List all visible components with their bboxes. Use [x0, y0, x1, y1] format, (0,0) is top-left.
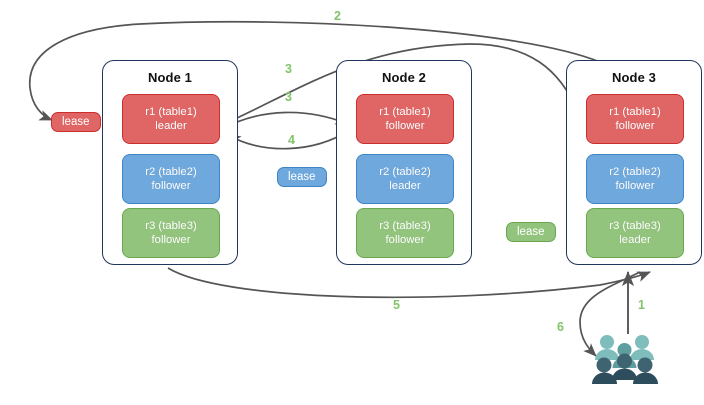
arrow-step-5 — [167, 267, 651, 299]
step-label-3b: 3 — [285, 90, 292, 104]
step-label-2: 2 — [334, 9, 341, 23]
replica-name: r3 (table3) — [379, 220, 431, 232]
replica-name: r2 (table2) — [145, 166, 197, 178]
replica-node2-r1[interactable]: r1 (table1) follower — [356, 94, 454, 144]
replica-node1-r3[interactable]: r3 (table3) follower — [122, 208, 220, 258]
replica-node3-r3[interactable]: r3 (table3) leader — [586, 208, 684, 258]
replica-role: follower — [151, 234, 191, 246]
replica-name: r3 (table3) — [609, 220, 661, 232]
replica-node3-r2[interactable]: r2 (table2) follower — [586, 154, 684, 204]
arrow-step-3-lower — [223, 111, 349, 129]
replica-node1-r1[interactable]: r1 (table1) leader — [122, 94, 220, 144]
step-label-6: 6 — [557, 320, 564, 334]
replica-role: leader — [619, 234, 651, 246]
lease-badge-r2[interactable]: lease — [277, 167, 327, 187]
users-group-icon — [592, 335, 658, 384]
replica-node3-r1[interactable]: r1 (table1) follower — [586, 94, 684, 144]
lease-badge-r1[interactable]: lease — [51, 112, 101, 132]
replica-name: r3 (table3) — [145, 220, 197, 232]
replica-node2-r2[interactable]: r2 (table2) leader — [356, 154, 454, 204]
lease-badge-r3[interactable]: lease — [506, 222, 556, 242]
node-title-node2: Node 2 — [382, 70, 426, 85]
node-box-node1[interactable]: Node 1 r1 (table1) leader r2 (table2) fo… — [102, 60, 238, 265]
step-label-5: 5 — [393, 298, 400, 312]
step-label-1: 1 — [638, 298, 645, 312]
replica-name: r1 (table1) — [379, 106, 431, 118]
replica-node1-r2[interactable]: r2 (table2) follower — [122, 154, 220, 204]
node-box-node2[interactable]: Node 2 r1 (table1) follower r2 (table2) … — [336, 60, 472, 265]
replica-role: leader — [155, 120, 187, 132]
replica-role: leader — [389, 180, 421, 192]
replica-name: r1 (table1) — [145, 106, 197, 118]
step-label-3a: 3 — [285, 62, 292, 76]
replica-name: r2 (table2) — [609, 166, 661, 178]
node-title-node3: Node 3 — [612, 70, 656, 85]
replica-node2-r3[interactable]: r3 (table3) follower — [356, 208, 454, 258]
node-title-node1: Node 1 — [148, 70, 192, 85]
replica-role: follower — [385, 234, 425, 246]
replica-name: r2 (table2) — [379, 166, 431, 178]
replica-role: follower — [615, 120, 655, 132]
replica-role: follower — [615, 180, 655, 192]
replica-role: follower — [385, 120, 425, 132]
step-label-4: 4 — [288, 133, 295, 147]
replica-name: r1 (table1) — [609, 106, 661, 118]
replica-role: follower — [151, 180, 191, 192]
node-box-node3[interactable]: Node 3 r1 (table1) follower r2 (table2) … — [566, 60, 702, 265]
